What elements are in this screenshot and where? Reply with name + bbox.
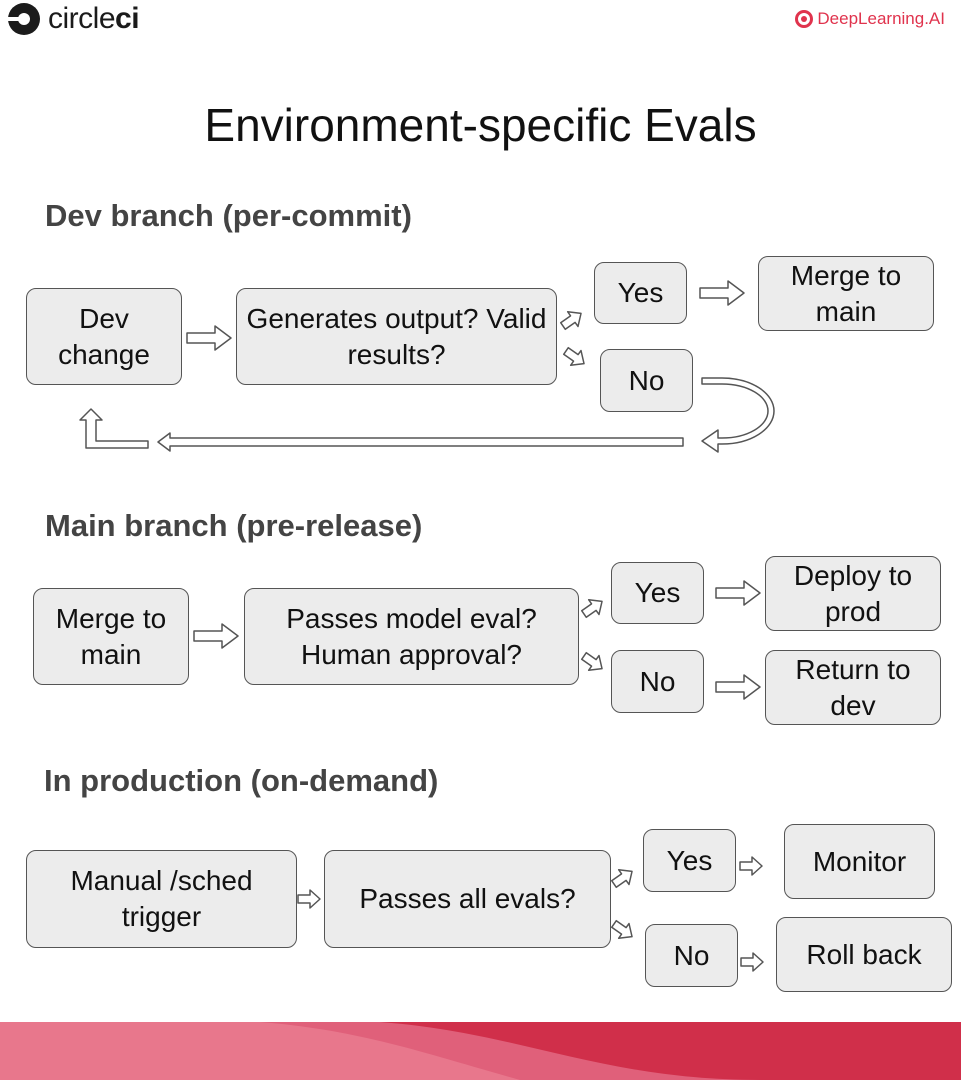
arrow-prod-decision-no xyxy=(608,915,638,945)
arrow-main-to-decision xyxy=(193,623,239,649)
node-dev-yes: Yes xyxy=(594,262,687,324)
arrow-main-decision-yes xyxy=(578,593,608,623)
node-main-decision: Passes model eval? Human approval? xyxy=(244,588,579,685)
node-dev-no: No xyxy=(600,349,693,412)
arrow-dev-back-long xyxy=(157,432,684,452)
arrow-dev-decision-yes xyxy=(557,305,587,335)
arrow-dev-no-return xyxy=(701,377,775,453)
node-main-yes: Yes xyxy=(611,562,704,624)
arrow-prod-decision-yes xyxy=(608,863,638,893)
footer-band xyxy=(0,1022,961,1080)
node-prod-yes: Yes xyxy=(643,829,736,892)
node-main-merge: Merge to main xyxy=(33,588,189,685)
circleci-logo: circleci xyxy=(8,0,140,38)
node-dev-change: Dev change xyxy=(26,288,182,385)
node-main-no: No xyxy=(611,650,704,713)
arrow-prod-yes-to-monitor xyxy=(739,856,763,876)
arrow-dev-back-up xyxy=(79,408,149,449)
deeplearning-ai-logo: DeepLearning.AI xyxy=(795,8,945,30)
deeplearning-ai-wordmark: DeepLearning.AI xyxy=(817,9,945,28)
page-title: Environment-specific Evals xyxy=(204,99,757,151)
deeplearning-ai-mark-icon xyxy=(795,10,814,28)
section-heading-dev: Dev branch (per-commit) xyxy=(45,198,412,233)
arrow-prod-to-decision xyxy=(297,889,321,909)
arrow-main-decision-no xyxy=(578,647,608,677)
arrow-dev-yes-to-merge xyxy=(699,280,745,306)
node-main-deploy-to-prod: Deploy to prod xyxy=(765,556,941,631)
node-dev-merge-to-main: Merge to main xyxy=(758,256,934,331)
node-prod-no: No xyxy=(645,924,738,987)
node-dev-decision: Generates output? Valid results? xyxy=(236,288,557,385)
section-heading-main: Main branch (pre-release) xyxy=(45,508,423,543)
circleci-wordmark: circleci xyxy=(48,2,140,35)
node-main-return-to-dev: Return to dev xyxy=(765,650,941,725)
node-prod-decision: Passes all evals? xyxy=(324,850,611,948)
arrow-dev-to-decision xyxy=(186,325,232,351)
arrow-dev-decision-no xyxy=(560,342,590,372)
circleci-mark-icon xyxy=(8,3,40,35)
node-prod-roll-back: Roll back xyxy=(776,917,952,992)
arrow-main-yes-to-deploy xyxy=(715,580,761,606)
arrow-main-no-to-return xyxy=(715,674,761,700)
node-prod-trigger: Manual /sched trigger xyxy=(26,850,297,948)
section-heading-prod: In production (on-demand) xyxy=(44,763,439,798)
arrow-prod-no-to-rollback xyxy=(740,952,764,972)
node-prod-monitor: Monitor xyxy=(784,824,935,899)
